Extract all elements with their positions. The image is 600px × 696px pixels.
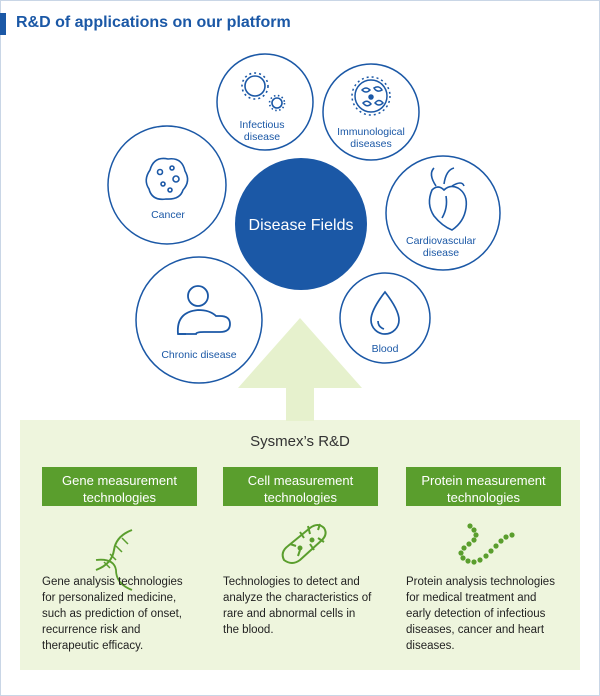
field-label-infectious-2: disease (244, 131, 280, 143)
field-label-cancer-1: Cancer (151, 209, 185, 221)
field-label-infectious-1: Infectious (240, 119, 285, 131)
protein-chain-icon (458, 523, 515, 565)
protein-desc-line: Protein analysis technologies (406, 576, 555, 588)
page-title: R&D of applications on our platform (16, 14, 291, 31)
field-circle-cardiovascular (385, 155, 501, 271)
title-accent-bar (0, 13, 6, 35)
person-icon (176, 285, 231, 335)
blood-drop-icon (370, 290, 400, 335)
gene-desc-line: for personalized medicine, (42, 592, 177, 604)
field-label-cardiovascular-1: Cardiovascular (406, 235, 477, 247)
gene-measurement-button[interactable]: Gene measurement technologies (42, 467, 197, 506)
field-label-immunological-2: diseases (350, 138, 391, 150)
cell-desc-line: Technologies to detect and (223, 576, 360, 588)
center-label: Disease Fields (249, 217, 354, 234)
field-label-immunological-1: Immunological (337, 126, 405, 138)
immune-cell-icon (351, 76, 391, 116)
protein-description: Protein analysis technologies for medica… (406, 574, 576, 654)
protein-desc-line: for medical treatment and (406, 592, 537, 604)
cell-measurement-button[interactable]: Cell measurement technologies (223, 467, 378, 506)
field-label-blood-1: Blood (372, 343, 399, 355)
protein-desc-line: early detection of infectious (406, 608, 546, 620)
gene-desc-line: recurrence risk and (42, 624, 141, 636)
field-circle-cancer (107, 125, 227, 245)
cell-desc-line: the blood. (223, 624, 274, 636)
rd-title: Sysmex’s R&D (250, 433, 350, 450)
gene-desc-line: Gene analysis technologies (42, 576, 183, 588)
gene-button-line1: Gene measurement (62, 473, 177, 488)
protein-desc-line: diseases, cancer and heart (406, 624, 545, 636)
cell-desc-line: analyze the characteristics of (223, 592, 372, 604)
field-label-cardiovascular-2: disease (423, 247, 459, 259)
upward-arrow (238, 318, 362, 421)
heart-icon (428, 167, 468, 231)
field-circle-blood (339, 272, 431, 364)
gene-description: Gene analysis technologies for personali… (42, 574, 212, 654)
cell-description: Technologies to detect and analyze the c… (223, 574, 398, 638)
center-circle (235, 158, 367, 290)
protein-measurement-button[interactable]: Protein measurement technologies (406, 467, 561, 506)
protein-button-line1: Protein measurement (421, 473, 546, 488)
gene-button-line2: technologies (83, 490, 156, 505)
gene-desc-line: therapeutic efficacy. (42, 640, 144, 652)
dna-icon (95, 529, 133, 591)
protein-button-line2: technologies (447, 490, 520, 505)
cell-button-line2: technologies (264, 490, 337, 505)
cell-desc-line: rare and abnormal cells in (223, 608, 356, 620)
field-circle-infectious (216, 53, 314, 151)
cancer-cell-icon (145, 157, 189, 201)
virus-icon (241, 72, 286, 112)
field-circle-chronic (135, 256, 263, 384)
rd-panel (20, 420, 580, 670)
protein-desc-line: diseases. (406, 640, 455, 652)
gene-desc-line: such as prediction of onset, (42, 608, 182, 620)
cell-button-line1: Cell measurement (247, 473, 354, 488)
field-label-chronic-1: Chronic disease (161, 349, 236, 361)
cell-icon (281, 523, 327, 564)
